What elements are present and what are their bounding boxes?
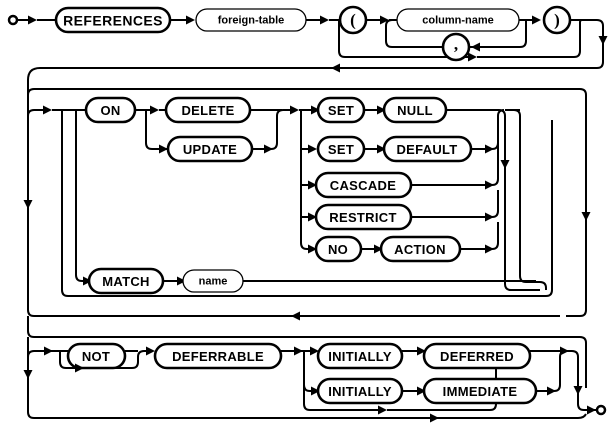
node-null-label: NULL xyxy=(397,103,433,118)
rail-row1-to-row2 xyxy=(27,19,608,95)
node-set-default[interactable]: SET xyxy=(316,135,366,163)
rail-to-match xyxy=(75,110,92,286)
node-initially2-label: INITIALLY xyxy=(328,384,392,399)
node-name[interactable]: name xyxy=(182,269,244,293)
rail-to-on xyxy=(27,105,86,117)
end-terminal-icon xyxy=(595,404,607,416)
rail-on-match-repeat-loop xyxy=(61,110,553,297)
node-foreign-table[interactable]: foreign-table xyxy=(195,8,307,32)
node-deferred-label: DEFERRED xyxy=(440,349,514,364)
node-foreign-table-label: foreign-table xyxy=(218,15,285,27)
node-initially-immediate[interactable]: INITIALLY xyxy=(316,377,404,405)
node-close-paren-label: ) xyxy=(554,11,560,30)
node-restrict-label: RESTRICT xyxy=(329,210,396,225)
node-name-label: name xyxy=(199,276,228,288)
node-on-label: ON xyxy=(100,103,120,118)
rail-deferrable-out xyxy=(281,346,319,356)
node-delete-label: DELETE xyxy=(181,103,234,118)
rail-on-to-event xyxy=(135,105,166,115)
node-initially-deferred[interactable]: INITIALLY xyxy=(316,342,404,370)
node-comma-label: , xyxy=(454,35,458,54)
start-terminal-icon xyxy=(7,14,56,26)
node-match-label: MATCH xyxy=(102,274,149,289)
node-set1-label: SET xyxy=(328,103,354,118)
rail-column-to-close-paren xyxy=(519,15,541,25)
node-deferrable-label: DEFERRABLE xyxy=(172,349,264,364)
node-column-name[interactable]: column-name xyxy=(396,8,520,32)
rail-not-to-deferrable xyxy=(125,346,155,356)
rail-delete-update-branch xyxy=(145,110,168,154)
node-update-label: UPDATE xyxy=(183,142,237,157)
node-restrict[interactable]: RESTRICT xyxy=(314,203,413,231)
node-column-name-label: column-name xyxy=(422,15,494,27)
node-match[interactable]: MATCH xyxy=(87,267,165,295)
rail-foreign-table-out xyxy=(306,15,339,25)
rail-set2-to-default xyxy=(364,144,386,154)
node-open-paren-label: ( xyxy=(350,11,356,30)
node-on[interactable]: ON xyxy=(84,96,137,124)
node-action[interactable]: ACTION xyxy=(379,235,462,263)
node-close-paren[interactable]: ) xyxy=(542,5,572,35)
rail-event-merge xyxy=(250,105,299,154)
rail-to-end xyxy=(560,403,597,419)
rail-to-not xyxy=(27,346,68,358)
node-default[interactable]: DEFAULT xyxy=(382,135,473,163)
node-cascade[interactable]: CASCADE xyxy=(314,171,413,199)
rail-deferrable-group-frame xyxy=(23,316,587,423)
node-comma[interactable]: , xyxy=(441,32,471,62)
node-delete[interactable]: DELETE xyxy=(164,96,252,124)
node-update[interactable]: UPDATE xyxy=(166,135,254,163)
node-cascade-label: CASCADE xyxy=(330,178,396,193)
node-initially1-label: INITIALLY xyxy=(328,349,392,364)
node-no-label: NO xyxy=(328,242,348,257)
node-deferrable[interactable]: DEFERRABLE xyxy=(153,342,283,370)
node-null[interactable]: NULL xyxy=(382,96,448,124)
node-open-paren[interactable]: ( xyxy=(338,5,368,35)
node-immediate[interactable]: IMMEDIATE xyxy=(422,377,538,405)
rail-initially-merge xyxy=(530,346,583,404)
rail-bypass-merge xyxy=(579,19,583,26)
node-set-null[interactable]: SET xyxy=(316,96,366,124)
node-no[interactable]: NO xyxy=(314,235,363,263)
rail-no-to-action xyxy=(361,244,383,254)
node-not[interactable]: NOT xyxy=(66,342,127,370)
node-deferred[interactable]: DEFERRED xyxy=(422,342,532,370)
rail-not-bypass xyxy=(59,350,145,373)
node-not-label: NOT xyxy=(82,349,110,364)
rail-match-to-name xyxy=(163,276,186,286)
rail-column-list-bypass xyxy=(338,20,581,62)
rail-references-to-foreign-table xyxy=(170,15,195,25)
rail-action-collector xyxy=(500,109,540,291)
node-default-label: DEFAULT xyxy=(396,142,457,157)
node-action-label: ACTION xyxy=(394,242,446,257)
node-references[interactable]: REFERENCES xyxy=(54,6,172,34)
rail-action-fanout xyxy=(299,105,320,254)
node-set2-label: SET xyxy=(328,142,354,157)
rail-row2-collector-merge xyxy=(530,280,547,290)
rail-initially1-to-deferred xyxy=(402,346,426,356)
rail-set1-to-null xyxy=(364,105,386,115)
node-references-label: REFERENCES xyxy=(63,13,163,29)
node-immediate-label: IMMEDIATE xyxy=(443,384,518,399)
rail-action-merge xyxy=(411,109,506,254)
rail-initially2-to-immediate xyxy=(402,386,426,396)
